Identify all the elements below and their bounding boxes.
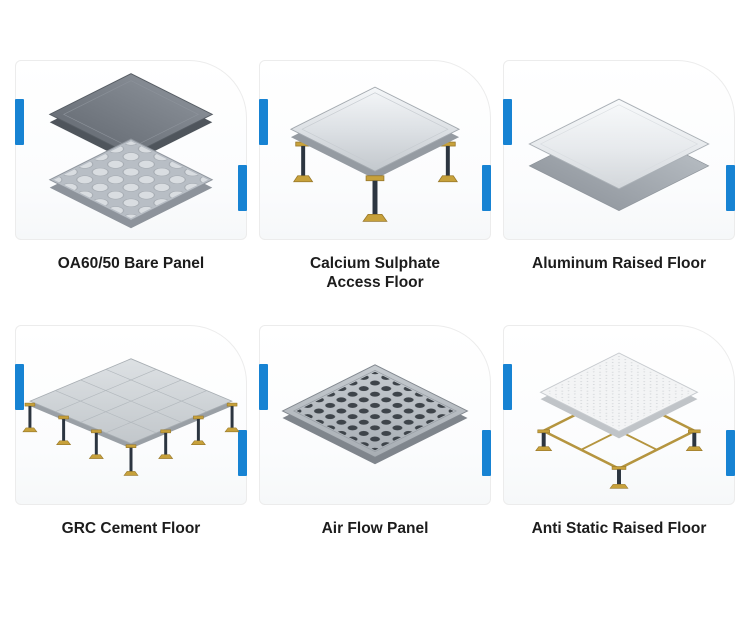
product-grid: OA60/50 Bare Panel [15,60,735,567]
product-card-aluminum[interactable] [503,60,735,240]
product-image-wrap [266,332,484,498]
grc-cement-floor-image [22,358,240,476]
product-card-bare-panel[interactable] [15,60,247,240]
accent-bar-left [15,364,24,410]
pedestal-set [535,429,703,489]
product-card-grc-cement[interactable] [15,325,247,505]
product-image-wrap [22,67,240,233]
bare-panel-image [48,73,214,229]
product-cell-bare-panel: OA60/50 Bare Panel [15,60,247,302]
accent-bar-right [726,165,735,211]
product-card-air-flow[interactable] [259,325,491,505]
pedestal-front [362,175,388,222]
accent-bar-left [259,364,268,410]
accent-bar-left [259,99,268,145]
aluminum-raised-floor-image [528,98,710,212]
product-caption[interactable]: Aluminum Raised Floor [532,255,706,272]
pedestal-row [22,402,240,476]
accent-bar-right [726,430,735,476]
product-image-wrap [22,332,240,498]
accent-bar-left [503,99,512,145]
product-caption[interactable]: Calcium Sulphate Access Floor [309,255,441,292]
anti-static-raised-floor-image [535,352,703,489]
product-cell-calcium-sulphate: Calcium Sulphate Access Floor [259,60,491,302]
product-cell-aluminum: Aluminum Raised Floor [503,60,735,302]
air-flow-panel-image [281,364,469,465]
product-image-wrap [510,67,728,233]
product-cell-air-flow: Air Flow Panel [259,325,491,567]
product-caption[interactable]: OA60/50 Bare Panel [57,255,205,272]
accent-bar-right [238,430,247,476]
accent-bar-right [482,165,491,211]
accent-bar-right [238,165,247,211]
accent-bar-right [482,430,491,476]
pedestal-right [437,141,458,183]
product-caption[interactable]: Air Flow Panel [321,520,429,537]
product-caption[interactable]: Anti Static Raised Floor [531,520,707,537]
product-card-anti-static[interactable] [503,325,735,505]
product-cell-grc-cement: GRC Cement Floor [15,325,247,567]
product-caption[interactable]: GRC Cement Floor [61,520,201,537]
accent-bar-left [15,99,24,145]
calcium-sulphate-floor-image [289,86,461,222]
accent-bar-left [503,364,512,410]
product-cell-anti-static: Anti Static Raised Floor [503,325,735,567]
product-image-wrap [510,332,728,498]
pedestal-left [293,141,314,183]
product-card-calcium-sulphate[interactable] [259,60,491,240]
product-image-wrap [266,67,484,233]
